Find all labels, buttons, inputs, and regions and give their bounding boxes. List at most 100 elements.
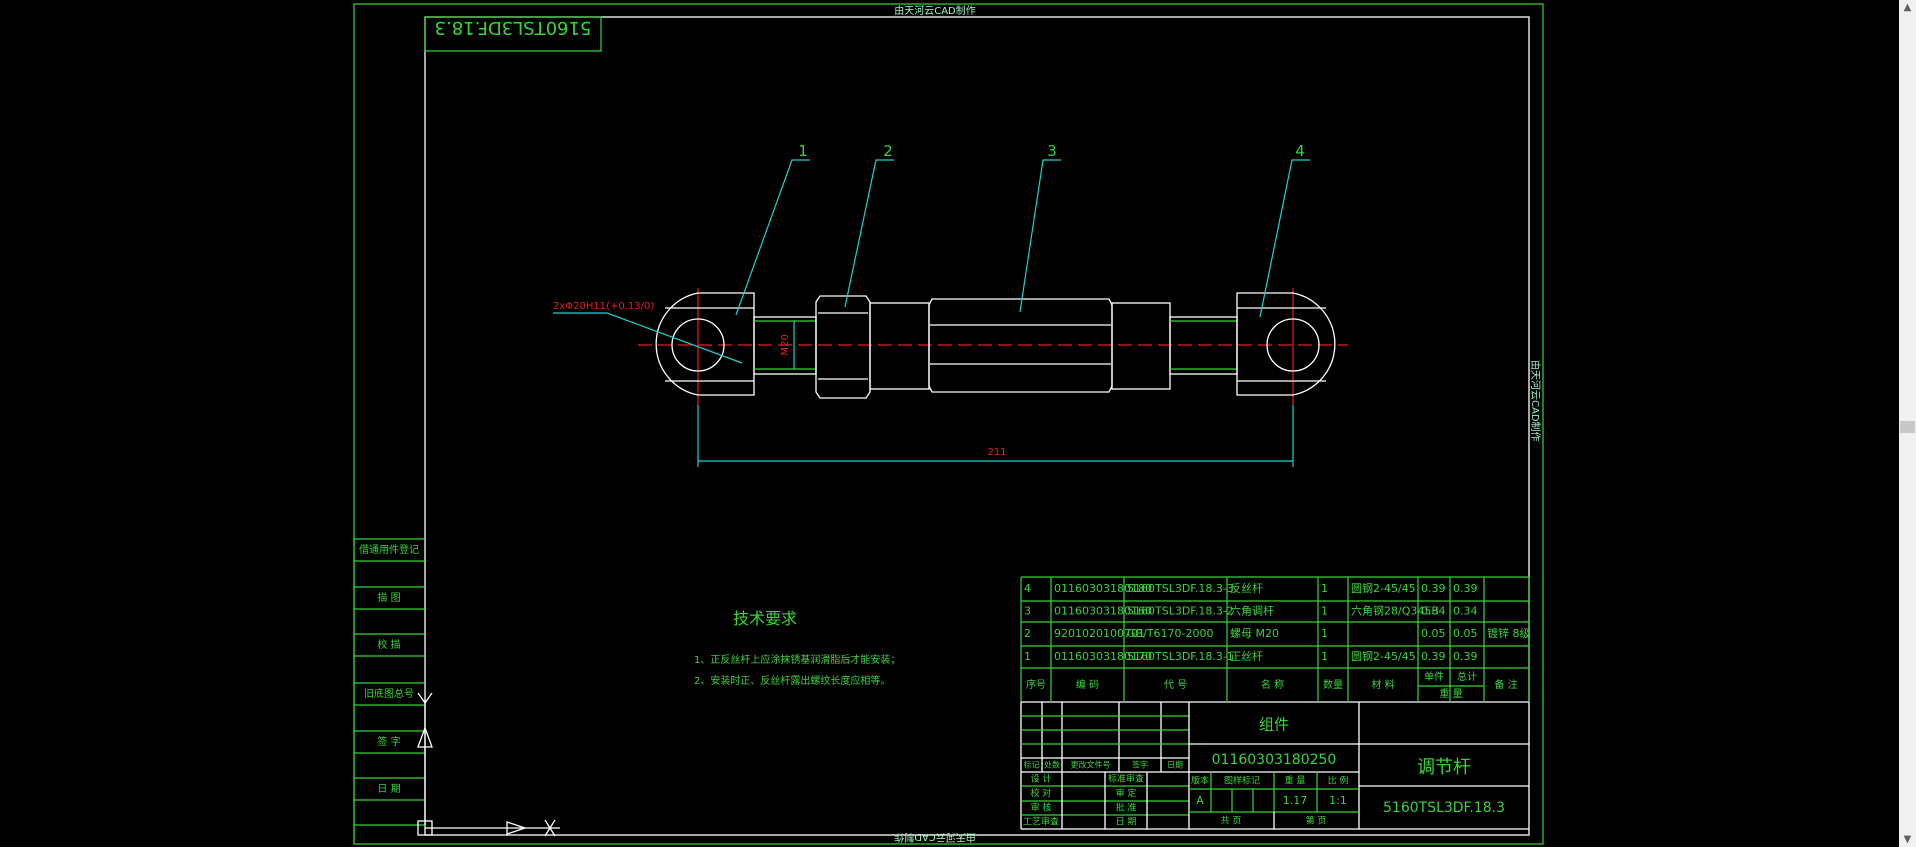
- parts-cell-total_w: 0.39: [1453, 582, 1478, 595]
- parts-cell-name: 六角调杆: [1230, 604, 1274, 618]
- scale-label: 比 例: [1328, 775, 1349, 787]
- registration-label: 旧底图总号: [364, 687, 414, 700]
- parts-cell-code: 01160303180170: [1054, 650, 1152, 663]
- parts-cell-total_w: 0.05: [1453, 627, 1478, 640]
- parts-header-code: 编 码: [1076, 678, 1099, 691]
- parts-header-weight: 重 量: [1439, 687, 1462, 700]
- title-code: 01160303180250: [1212, 752, 1337, 768]
- parts-cell-unit_w: 0.39: [1421, 650, 1446, 663]
- parts-cell-name: 反丝杆: [1230, 581, 1263, 595]
- parts-cell-drawing: 5160TSL3DF.18.3-3: [1127, 582, 1234, 595]
- balloon-2[interactable]: 2: [883, 142, 893, 160]
- sign-label-mid: 日 期: [1116, 817, 1137, 828]
- part-1-eye-left[interactable]: [655, 292, 755, 396]
- sheet-label: 第 页: [1306, 815, 1327, 827]
- leader-2: [844, 159, 894, 308]
- weight-value: 1.17: [1283, 794, 1308, 807]
- drawing-code-mirrored: 5160TSL3DF.18.3: [435, 17, 592, 38]
- dimension-length: 211: [987, 447, 1006, 458]
- collar-right[interactable]: [1111, 302, 1171, 390]
- parts-cell-material: 圆钢2-45/45: [1351, 650, 1416, 663]
- sign-label-mid: 批 准: [1116, 802, 1137, 814]
- title-name: 调节杆: [1417, 757, 1471, 778]
- parts-cell-name: 螺母 M20: [1230, 627, 1279, 640]
- parts-cell-material: 六角钢28/Q345B: [1351, 605, 1439, 618]
- parts-header-no: 序号: [1026, 678, 1046, 691]
- tech-req-item-1: 1、正反丝杆上应涂抹锈基润滑脂后才能安装；: [694, 653, 900, 666]
- registration-label: 借通用件登记: [359, 543, 419, 556]
- parts-cell-drawing: 5160TSL3DF.18.3-1: [1127, 650, 1234, 663]
- version-value: A: [1196, 794, 1204, 807]
- sheets-label: 共 页: [1221, 816, 1242, 827]
- parts-cell-total_w: 0.34: [1453, 605, 1478, 618]
- balloon-3[interactable]: 3: [1047, 142, 1057, 160]
- title-type: 组件: [1259, 716, 1289, 734]
- scroll-up-icon[interactable]: ▲: [1903, 2, 1912, 13]
- sign-label-mid: 审 定: [1116, 787, 1137, 799]
- collar-left[interactable]: [869, 302, 930, 390]
- inner-frame: [424, 16, 1530, 836]
- version-label: 版本: [1191, 775, 1209, 787]
- parts-header-note: 备 注: [1494, 678, 1517, 691]
- leader-1: [735, 159, 810, 316]
- parts-cell-note: 镀锌 8级: [1487, 626, 1531, 640]
- parts-cell-qty: 1: [1321, 650, 1328, 663]
- watermark-bottom: 由天河云CAD制作: [894, 831, 976, 844]
- watermark-top: 由天河云CAD制作: [894, 4, 976, 17]
- watermark-right: 由天河云CAD制作: [1529, 360, 1542, 442]
- part-2-nut[interactable]: [815, 295, 871, 399]
- balloon-1[interactable]: 1: [798, 142, 808, 160]
- parts-cell-material: 圆钢2-45/45: [1351, 582, 1416, 595]
- title-block: 标记处数更改文件号签字日期设 计标准审查校 对审 定审 核批 准工艺审查日 期组…: [1020, 702, 1529, 830]
- part-4-eye-right[interactable]: [1236, 292, 1336, 396]
- parts-cell-qty: 1: [1321, 605, 1328, 618]
- sign-label-left: 工艺审查: [1023, 816, 1059, 828]
- parts-cell-code: 01160303180160: [1054, 605, 1152, 618]
- outer-frame: [353, 3, 1544, 845]
- parts-cell-code: 01160303180180: [1054, 582, 1152, 595]
- parts-cell-unit_w: 0.34: [1421, 605, 1446, 618]
- rod-left[interactable]: [753, 316, 817, 375]
- vertical-scrollbar[interactable]: ▲ ▼: [1899, 0, 1916, 847]
- dimension-hole: 2xΦ20H11(+0.13/0): [553, 301, 654, 312]
- parts-header-material: 材 料: [1371, 678, 1394, 691]
- rev-label: 处数: [1044, 760, 1060, 770]
- scroll-thumb[interactable]: [1900, 421, 1915, 433]
- weight-label: 重 量: [1285, 775, 1306, 787]
- parts-header-total-weight: 总计: [1457, 670, 1477, 683]
- parts-cell-drawing: 5160TSL3DF.18.3-2: [1127, 605, 1234, 618]
- leader-3: [1019, 159, 1061, 313]
- parts-cell-qty: 1: [1321, 582, 1328, 595]
- parts-cell-drawing: GB/T6170-2000: [1127, 627, 1213, 640]
- parts-cell-total_w: 0.39: [1453, 650, 1478, 663]
- parts-header-qty: 数量: [1323, 678, 1343, 691]
- part-3-hex-body[interactable]: [928, 298, 1113, 393]
- tech-req-title: 技术要求: [733, 609, 797, 628]
- tech-req-item-2: 2、安装时正、反丝杆露出螺纹长度应相等。: [694, 674, 890, 687]
- sign-label-left: 审 核: [1031, 802, 1052, 814]
- scroll-down-icon[interactable]: ▼: [1903, 834, 1912, 845]
- rev-label: 更改文件号: [1071, 760, 1111, 770]
- parts-cell-no: 1: [1024, 650, 1031, 663]
- parts-cell-unit_w: 0.39: [1421, 582, 1446, 595]
- sign-label-mid: 标准审查: [1108, 773, 1144, 785]
- parts-cell-code: 9201020100701: [1054, 627, 1145, 640]
- leader-4: [1259, 159, 1310, 318]
- parts-cell-no: 2: [1024, 627, 1031, 640]
- parts-cell-unit_w: 0.05: [1421, 627, 1446, 640]
- parts-header-drawing: 代 号: [1164, 679, 1187, 691]
- balloon-4[interactable]: 4: [1295, 142, 1305, 160]
- sign-label-left: 设 计: [1031, 773, 1052, 785]
- registration-label: 日 期: [377, 783, 400, 795]
- code-box: [424, 16, 602, 52]
- parts-header-unit-weight: 单件: [1424, 671, 1444, 683]
- rev-label: 标记: [1024, 760, 1040, 770]
- registration-label: 校 描: [377, 638, 400, 651]
